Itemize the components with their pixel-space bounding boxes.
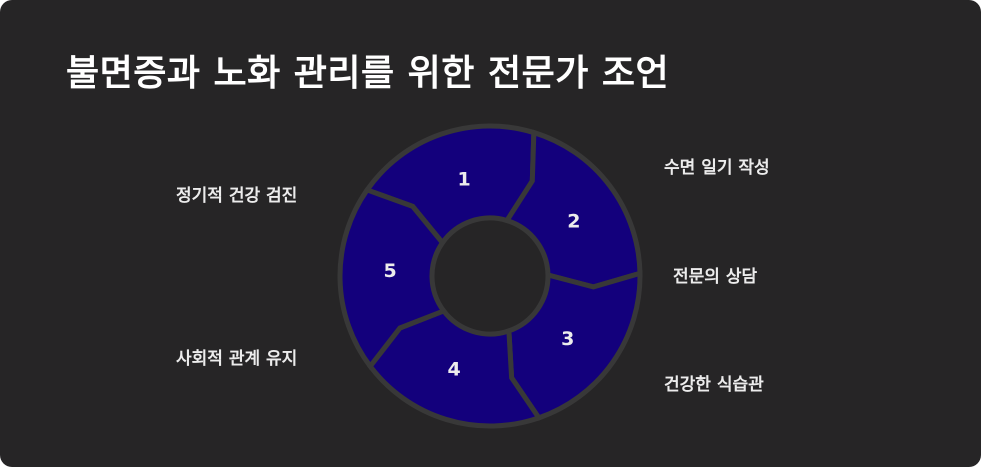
cycle-label-3: 전문의 상담	[673, 267, 758, 287]
cycle-label-1: 정기적 건강 검진	[176, 186, 298, 206]
cycle-label-5: 사회적 관계 유지	[176, 349, 298, 369]
cycle-label-4: 건강한 식습관	[664, 375, 764, 395]
cycle-segment-1	[363, 123, 537, 247]
cycle-segment-4	[367, 307, 543, 429]
cycle-number-3: 3	[561, 328, 574, 350]
cycle-segment-5	[337, 186, 448, 371]
cycle-number-2: 2	[567, 211, 580, 233]
cycle-number-5: 5	[384, 260, 397, 282]
cycle-label-2: 수면 일기 작성	[664, 158, 770, 178]
cycle-segment-3	[506, 270, 643, 421]
page-title: 불면증과 노화 관리를 위한 전문가 조언	[66, 53, 670, 94]
cycle-number-1: 1	[458, 168, 471, 190]
cycle-number-4: 4	[448, 358, 461, 380]
cycle-segment-2	[503, 129, 643, 290]
